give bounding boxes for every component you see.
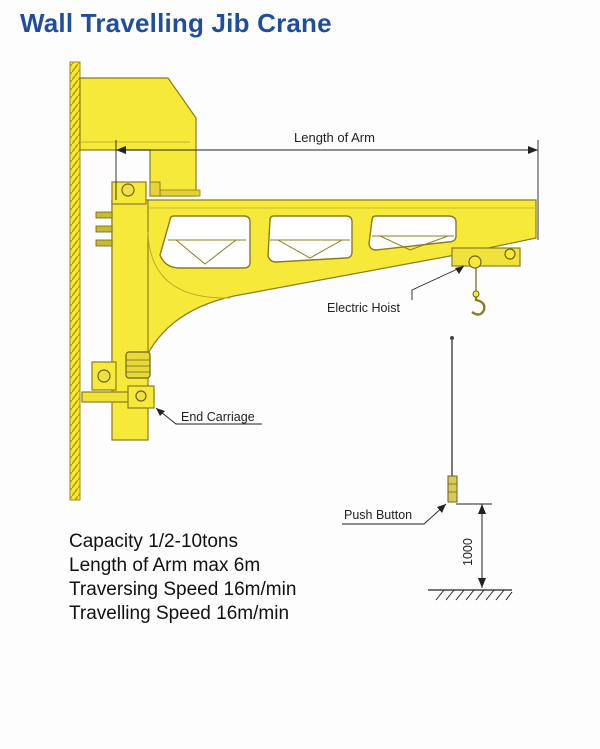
end-carriage (81, 351, 155, 409)
specifications-list: Capacity 1/2-10tons Length of Arm max 6m… (69, 530, 296, 626)
spec-length-of-arm: Length of Arm max 6m (69, 555, 261, 576)
end-carriage-label: End Carriage (181, 410, 255, 424)
height-dimension-label: 1000 (461, 538, 475, 566)
page-title: Wall Travelling Jib Crane (20, 8, 332, 38)
electric-hoist (451, 247, 521, 292)
arm-cutouts (159, 215, 457, 269)
hook-icon (471, 290, 486, 316)
electric-hoist-label: Electric Hoist (327, 301, 400, 315)
length-of-arm-dimension (115, 140, 539, 240)
electric-hoist-leader (411, 265, 465, 300)
upper-wheel-carriage (95, 181, 161, 247)
push-button-label: Push Button (344, 508, 412, 522)
ground-hatch (428, 589, 513, 601)
length-of-arm-label: Length of Arm (294, 130, 375, 145)
push-button-pendant (447, 336, 458, 503)
push-button-leader (342, 503, 447, 525)
wall (69, 61, 81, 501)
spec-travelling-speed: Travelling Speed 16m/min (69, 603, 290, 624)
height-dimension (456, 503, 492, 588)
spec-capacity: Capacity 1/2-10tons (69, 531, 238, 552)
spec-traversing-speed: Traversing Speed 16m/min (69, 579, 297, 600)
end-carriage-leader (155, 407, 262, 425)
upper-rail-bracket (79, 77, 201, 197)
